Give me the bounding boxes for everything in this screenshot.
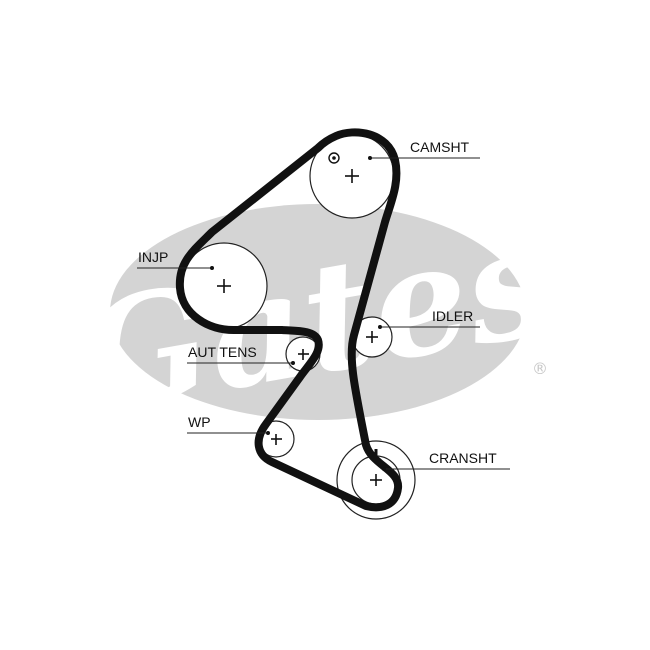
injection-pump-center-cross	[217, 279, 231, 293]
cransht-label: CRANSHT	[429, 450, 497, 466]
idler-label: IDLER	[432, 308, 473, 324]
labels: CAMSHT INJP IDLER AUT TENS WP CRANSHT	[138, 139, 497, 466]
camshaft-center-cross	[345, 169, 359, 183]
pulley-centers	[217, 169, 382, 486]
watermark-registered-mark: ®	[532, 359, 548, 378]
camsht-label: CAMSHT	[410, 139, 470, 155]
idler-leader-dot	[378, 325, 382, 329]
injp-leader-dot	[210, 266, 214, 270]
timing-marks	[328, 152, 378, 458]
leader-lines	[137, 156, 510, 471]
idler-center-cross	[366, 331, 378, 343]
gates-watermark: Gates ®	[67, 192, 565, 448]
crankshaft-center-cross	[370, 474, 382, 486]
timing-belt	[175, 128, 402, 512]
aut-tens-leader-dot	[291, 361, 295, 365]
camsht-leader-dot	[368, 156, 372, 160]
water-pump-center-cross	[271, 434, 282, 445]
camshaft-timing-mark-outer	[328, 152, 340, 164]
cransht-leader-dot	[382, 467, 386, 471]
tensioner-center-cross	[298, 349, 309, 360]
injp-label: INJP	[138, 249, 168, 265]
wp-leader-dot	[266, 431, 270, 435]
aut-tens-label: AUT TENS	[188, 344, 257, 360]
wp-label: WP	[188, 414, 211, 430]
camshaft-timing-mark-inner	[332, 156, 336, 160]
